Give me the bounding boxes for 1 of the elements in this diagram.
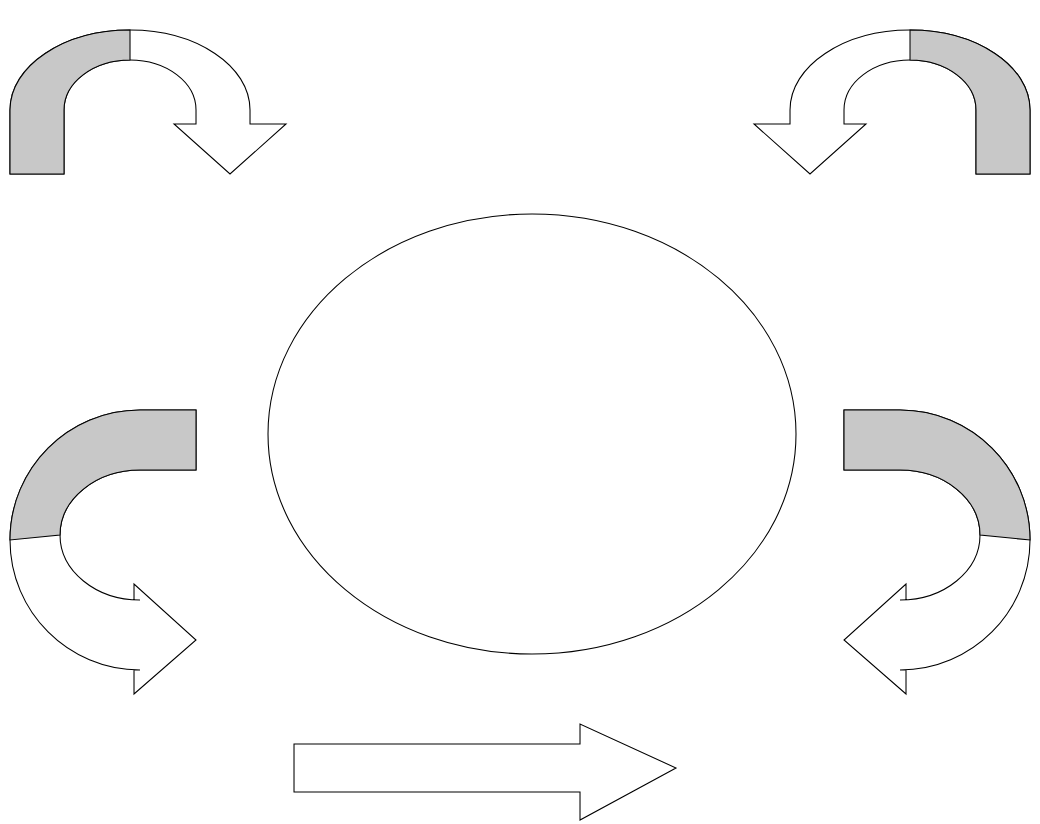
ellipse bbox=[267, 213, 797, 655]
